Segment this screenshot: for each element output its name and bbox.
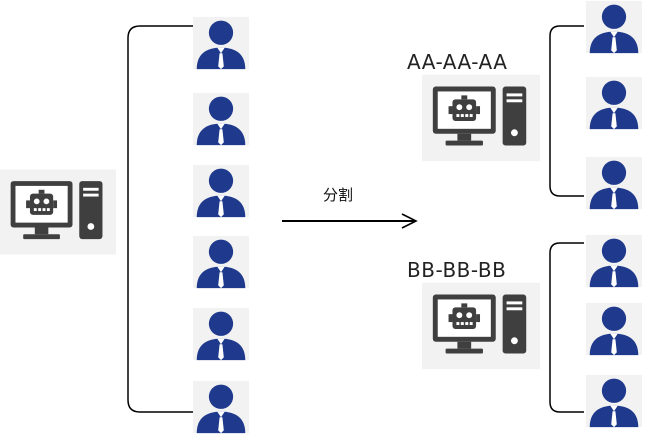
robot-computer-icon: [0, 168, 116, 256]
robot-computer-icon: [422, 282, 540, 370]
split-label: 分割: [323, 186, 354, 204]
user-icon: [193, 380, 249, 434]
user-icon: [193, 16, 249, 70]
group-a-bracket: [549, 25, 584, 197]
user-icon: [193, 307, 249, 361]
group-b-label: BB-BB-BB: [407, 258, 507, 282]
left-group-bracket: [127, 25, 194, 413]
user-icon: [193, 92, 249, 146]
group-a-label: AA-AA-AA: [407, 50, 508, 74]
user-icon: [586, 0, 642, 54]
group-b-bracket: [549, 242, 584, 413]
user-icon: [586, 374, 642, 428]
robot-computer-icon: [422, 74, 540, 162]
user-icon: [586, 302, 642, 356]
split-arrow: [282, 213, 418, 229]
user-icon: [193, 235, 249, 289]
user-icon: [586, 234, 642, 288]
user-icon: [586, 76, 642, 130]
user-icon: [586, 156, 642, 210]
user-icon: [193, 164, 249, 218]
